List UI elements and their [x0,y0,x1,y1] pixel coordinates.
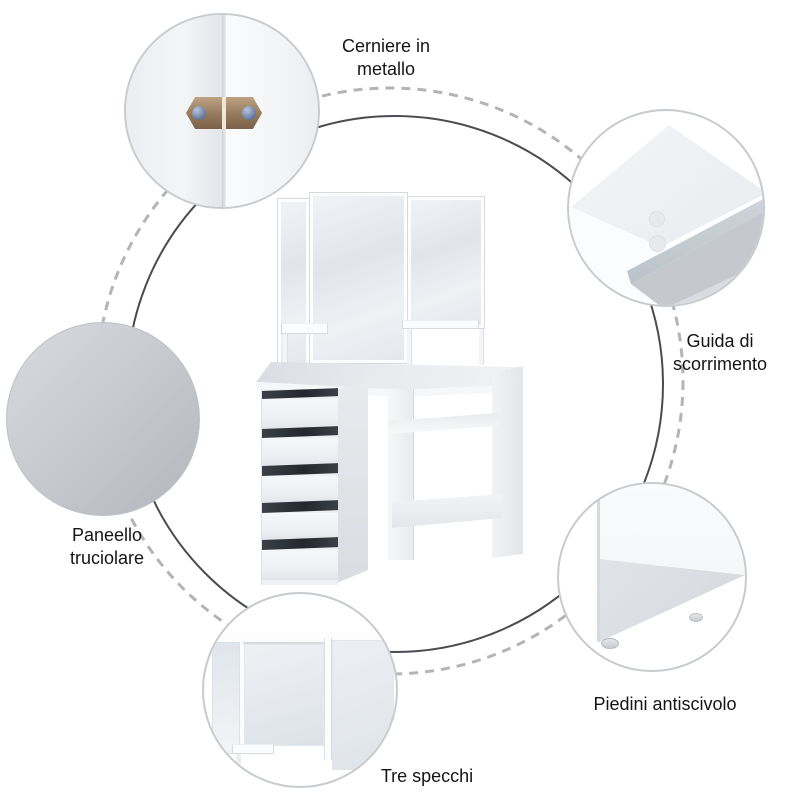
label-slide-line1: Guida di [686,331,754,351]
hinge-screw-right [242,106,256,120]
label-mirrors: Tre specchi [381,765,473,788]
label-panel: Paneello truciolare [70,524,144,570]
label-slide: Guida di scorrimento [673,330,767,376]
drawer-unit-side [337,382,368,583]
mirror-right-glass [411,200,481,325]
foot-left [601,638,619,649]
drawer-3 [262,476,338,503]
label-hinges-line2: metallo [356,59,416,79]
hinge-center-seam [222,97,226,129]
mirror-shelf-left-bracket [283,334,288,364]
label-slide-line2: scorrimento [672,354,768,374]
feet-panel-left-edge [597,484,600,642]
slide-hole-top [649,211,665,227]
leg-near [388,389,414,560]
callout-circle-hinges [124,13,320,209]
label-panel-line1: Paneello [71,525,143,545]
callout-circle-panel [6,322,200,516]
drawer-5 [262,550,338,580]
foot-right [689,613,703,622]
drawer-gap [262,426,338,438]
label-feet-line1: Piedini antiscivolo [593,694,737,714]
callout-circle-feet [557,482,747,672]
drawer-gap [262,500,338,513]
mirror-center [309,192,408,364]
mirror-post-right-inner [407,329,412,365]
drawer-2 [262,438,338,466]
mirrors-left-pane [212,642,243,754]
drawer-4 [262,513,338,540]
callout-circle-slide [567,109,765,307]
callout-circle-mirrors [202,592,398,788]
drawer-unit [261,388,338,585]
mirror-shelf-right [402,320,479,329]
label-mirrors-line1: Tre specchi [380,766,474,786]
drawer-gap [262,463,338,476]
drawer-gap [262,537,338,550]
mirror-shelf-left [281,323,328,334]
feet-panel-face [599,484,745,575]
mirrors-shelf-bracket [236,754,241,778]
mirror-center-glass [313,196,404,360]
mirrors-frame-middle [324,638,332,760]
leg-far [492,366,523,558]
hinge-screw-left [192,106,206,120]
mirror-left [277,198,310,368]
label-hinges-line1: Cerniere in [341,36,431,56]
hinge-icon [186,97,262,129]
drawer-1 [262,399,338,429]
drawer-gap [262,388,338,399]
mirror-right [407,196,485,329]
slide-hole-bottom [649,235,666,252]
label-feet: Piedini antiscivolo [593,693,736,716]
mirrors-right-pane [332,640,394,770]
label-panel-line2: truciolare [69,548,145,568]
mirrors-shelf [232,744,274,754]
mirror-post-right-outer [479,329,484,365]
label-hinges: Cerniere in metallo [342,35,430,81]
mirrors-center-pane [244,644,324,746]
